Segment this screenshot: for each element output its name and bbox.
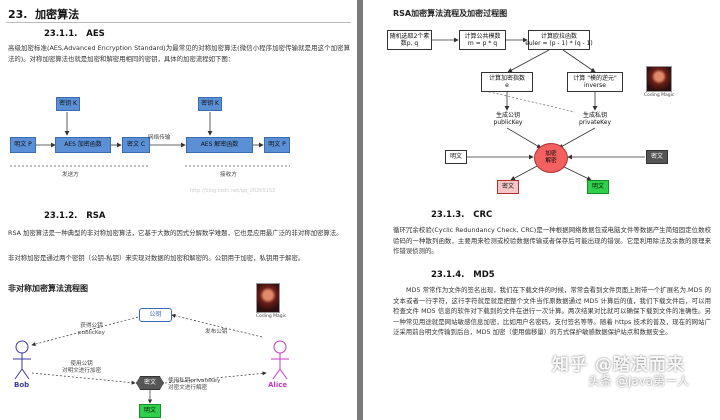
rsa-public-key: 生成公钥 publicKey [493,111,523,127]
rsa-ciphertext-input: 密文 [646,150,668,164]
rsa-paragraph-1: RSA 加密算法是一种典型的非对称加密算法，它基于大数的因式分解数学难题，它也是… [8,229,343,237]
aes-encrypt-box: AES 加密函数 [55,137,111,153]
bob-label: Bob [14,381,30,389]
aes-section-number: 23.1.1. [44,29,78,39]
rsa-step-inverse: 计算 "模的逆元" inverse [567,72,623,92]
aes-ciphertext: 密文 C [122,137,150,153]
crc-heading: 23.1.3. CRC [431,210,492,220]
avatar-caption: Coding Magic [256,314,287,319]
aes-decrypt-box: AES 解密函数 [186,137,253,153]
md5-section-title: MD5 [473,270,495,280]
rsa-step-euler: 计算欧拉函数 euler = (p - 1) * (q - 1) [525,30,593,50]
crc-section-title: CRC [473,210,493,220]
aes-network-label: 网络传输 [148,135,171,141]
chapter-title: 加密算法 [35,8,80,21]
rsa-section-number: 23.1.2. [44,211,78,221]
alice-label: Alice [268,381,288,389]
flowchart-title: 非对称加密算法流程图 [8,284,88,293]
aes-paragraph: 高级加密标准(AES,Advanced Encryption Standard)… [8,44,350,63]
rsa-flow-diagram: 随机选取2个素数p, q 计算公共模数 m = p * q 计算欧拉函数 eul… [363,0,720,200]
md5-heading: 23.1.4. MD5 [431,270,495,280]
asymmetric-flowchart: 非对称加密算法流程图 Coding Magic 公钥 获得公钥 publicKe [0,277,357,420]
get-public-key-label: 获得公钥 publicKey [78,323,105,336]
aes-receiver-label: 接收方 [220,172,237,178]
chapter-heading: 23. 加密算法 [8,6,79,22]
flowchart-arrows [13,313,289,404]
aes-diagram: 密钥 K 密钥 K 明文 P AES 加密函数 密文 C 网络传输 AES 解密… [0,88,357,198]
rsa-heading: 23.1.2. RSA [44,211,106,221]
public-key-box: 公钥 [139,308,172,322]
chapter-number: 23. [8,8,28,21]
aes-diagram-arrows [10,112,290,167]
ciphertext-box: 密文 [136,376,164,390]
rsa-flow-arrows [432,37,645,181]
rsa-plaintext-input: 明文 [445,150,467,164]
rsa-plaintext-output: 明文 [587,180,609,194]
rsa-ciphertext-output: 密文 [497,180,519,194]
aes-plaintext-in: 明文 P [10,137,36,153]
left-page: 23. 加密算法 23.1.1. AES 高级加密标准(AES,Advanced… [0,0,357,420]
aes-source-watermark: http://blog.csdn.net/qq_28205153 [190,188,276,194]
rsa-flow-title: RSA加密算法流程及加密过程图 [393,9,508,18]
rsa-step-modulus: 计算公共模数 m = p * q [459,30,506,50]
publish-key-label: 发布公钥 [205,329,228,335]
aes-sender-label: 发送方 [62,172,79,178]
aes-plaintext-out: 明文 P [264,137,290,153]
rsa-paragraph-2: 非对称加密是通过两个密钥（公钥-私钥）来实现对数据的加密和解密的。公钥用于加密，… [8,254,305,262]
author-avatar [256,283,280,313]
rsa-encrypt-decrypt-node: 加密 解密 [534,143,568,173]
watermark-toutiao: 头条 @Java第一人 [588,374,690,388]
rsa-step-primes: 随机选取2个素数p, q [387,30,432,50]
aes-section-title: AES [86,29,105,39]
md5-section-number: 23.1.4. [431,270,465,280]
rsa-avatar-caption: Coding Magic [644,93,675,98]
decrypt-desc-label: 使用私钥privateKey 对密文进行解密 [168,378,221,391]
crc-section-number: 23.1.3. [431,210,465,220]
md5-paragraph: MD5 常常作为文件的签名出现，我们在下载文件的时候，常常会看到文件页面上附带一… [393,286,711,336]
crc-paragraph: 循环冗余校验(Cyclic Redundancy Check, CRC)是一种根… [393,226,711,255]
aes-key-sender: 密钥 K [56,97,80,111]
watermark-zhihu: 知乎 @踏浪而来 [552,355,685,375]
rsa-section-title: RSA [86,211,106,221]
heading-rule [6,22,351,23]
rsa-step-exponent: 计算加密指数 e [481,72,533,92]
right-page: RSA加密算法流程及加密过程图 随机选取2个素数p, q 计算公共模数 m = … [363,0,720,420]
rsa-author-avatar [646,66,672,92]
encrypt-desc-label: 使用公钥 对明文进行加密 [62,361,102,374]
aes-key-receiver: 密钥 K [198,97,222,111]
plaintext-box: 明文 [139,404,161,418]
aes-heading: 23.1.1. AES [44,29,105,39]
rsa-private-key: 生成私钥 privateKey [578,111,612,127]
